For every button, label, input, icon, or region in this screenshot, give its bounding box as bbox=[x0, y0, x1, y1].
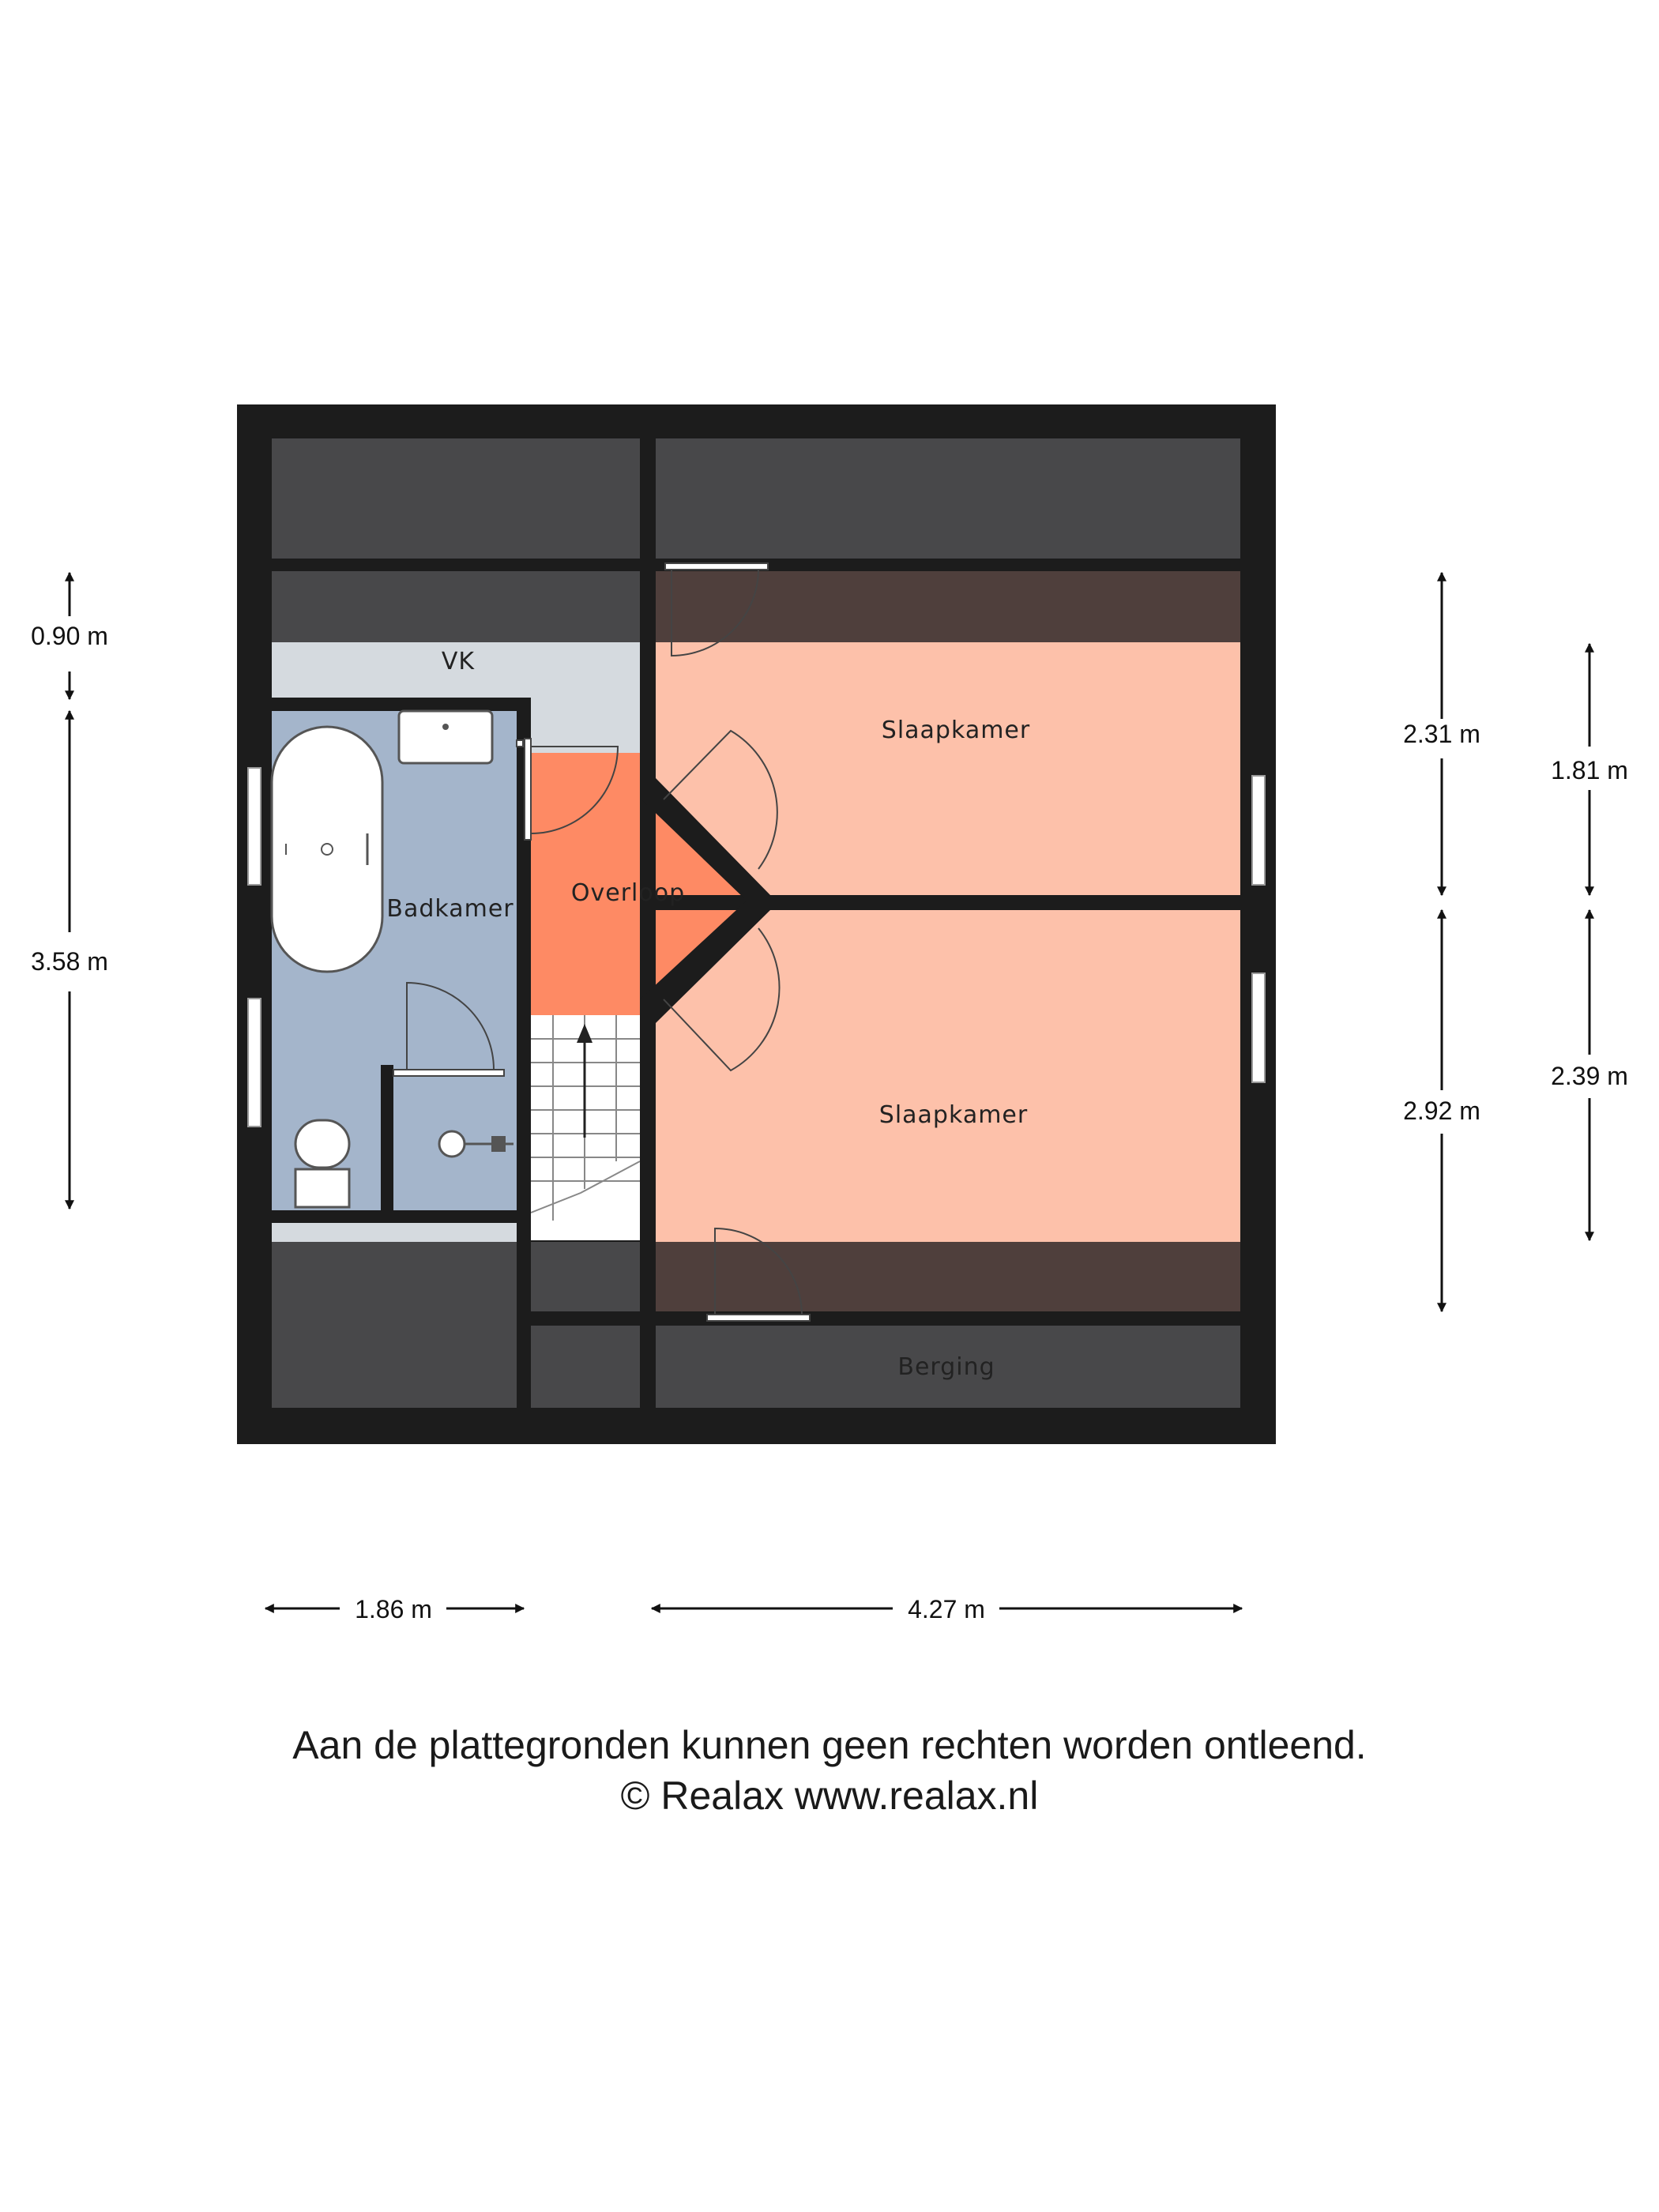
eaves-bottom-middle bbox=[531, 1242, 640, 1311]
eaves-top-right bbox=[656, 438, 1240, 559]
label-slaapkamer-bottom: Slaapkamer bbox=[879, 1101, 1028, 1129]
windows bbox=[247, 767, 1266, 1127]
landing-floor bbox=[531, 753, 747, 1015]
vk-space bbox=[272, 642, 640, 698]
bedroom-top-under-slope bbox=[656, 571, 1240, 642]
bedroom-top-floor bbox=[656, 642, 1240, 895]
dimension-lines bbox=[65, 571, 1594, 1613]
stair-up-arrow-icon bbox=[577, 1024, 592, 1138]
sink-icon bbox=[397, 709, 494, 765]
shower-icon bbox=[438, 1130, 514, 1158]
doors bbox=[393, 562, 811, 1322]
dimension-left-top: 0.90 m bbox=[31, 622, 108, 650]
bedroom-bottom-floor bbox=[656, 910, 1240, 1242]
label-slaapkamer-top: Slaapkamer bbox=[882, 717, 1030, 744]
label-badkamer: Badkamer bbox=[386, 895, 514, 923]
eaves-top-left bbox=[272, 438, 640, 559]
storage-floor bbox=[656, 1326, 1240, 1408]
bathtub-icon bbox=[270, 725, 384, 973]
footer-disclaimer: Aan de plattegronden kunnen geen rechten… bbox=[292, 1723, 1367, 1767]
dimension-far-right-lower: 2.39 m bbox=[1551, 1062, 1628, 1090]
eaves-bottom-middle-lower bbox=[531, 1326, 640, 1408]
label-vk: VK bbox=[442, 648, 476, 675]
dimension-bottom-left: 1.86 m bbox=[355, 1595, 432, 1623]
dimension-bottom-right: 4.27 m bbox=[908, 1595, 985, 1623]
vk-space-right bbox=[531, 698, 640, 753]
landing-diagonal-walls bbox=[640, 778, 770, 1023]
label-berging: Berging bbox=[897, 1353, 995, 1381]
dimension-right-upper: 2.31 m bbox=[1403, 720, 1480, 748]
dimension-right-lower: 2.92 m bbox=[1403, 1097, 1480, 1125]
eaves-top-left-lower bbox=[272, 571, 640, 642]
toilet-icon bbox=[294, 1119, 351, 1209]
dimension-far-right-upper: 1.81 m bbox=[1551, 756, 1628, 784]
footer-copyright: © Realax www.realax.nl bbox=[620, 1774, 1039, 1818]
dimension-left-main: 3.58 m bbox=[31, 947, 108, 976]
interior-walls bbox=[272, 438, 1240, 1408]
eaves-bottom-left bbox=[272, 1242, 517, 1408]
label-overloop: Overloop bbox=[571, 879, 685, 907]
bedroom-bottom-under-slope bbox=[656, 1242, 1240, 1311]
bathroom-bottom-strip bbox=[272, 1223, 517, 1242]
